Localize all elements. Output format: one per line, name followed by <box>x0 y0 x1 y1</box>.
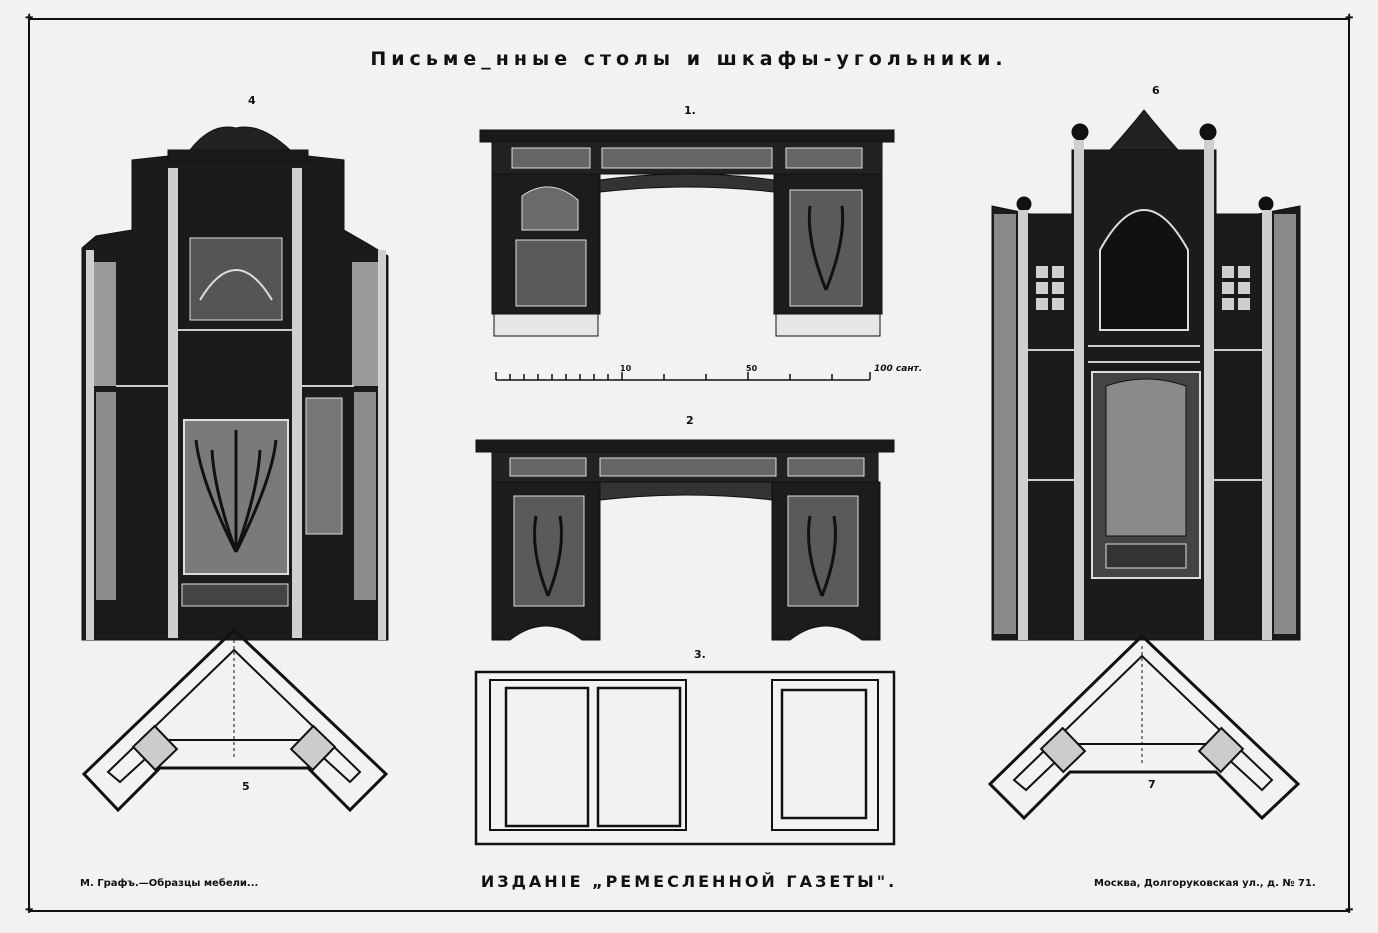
page-title: Письме_нные столы и шкафы-угольники. <box>370 48 1008 70</box>
figure-label-6: 6 <box>1152 84 1160 97</box>
scale-unit: 100 сант. <box>874 364 923 374</box>
scale-mark-a: 10 <box>620 364 632 373</box>
footer-address: Москва, Долгоруковская ул., д. № 71. <box>1094 878 1316 889</box>
print-frame <box>28 18 1350 912</box>
floor-plan-left <box>81 627 389 813</box>
scale-mark-b: 50 <box>746 364 758 373</box>
scale-bar <box>495 372 871 381</box>
corner-ornament-tr: ✚ <box>1345 13 1354 24</box>
corner-ornament-tl: ✚ <box>25 13 34 24</box>
figure-label-1: 1. <box>684 104 696 117</box>
corner-ornament-br: ✚ <box>1345 905 1354 916</box>
figure-label-5: 5 <box>242 780 250 793</box>
figure-label-7: 7 <box>1148 778 1156 791</box>
floor-plan-right <box>987 633 1301 821</box>
figure-label-3: 3. <box>694 648 706 661</box>
corner-cabinet-left <box>81 126 389 641</box>
figure-label-4: 4 <box>248 94 256 107</box>
figure-label-2: 2 <box>686 414 694 427</box>
footer-author: М. Графъ.—Образцы мебели... <box>80 878 259 889</box>
corner-ornament-bl: ✚ <box>25 905 34 916</box>
desk-plan <box>474 670 896 846</box>
writing-desk-2 <box>475 439 895 641</box>
writing-desk-1 <box>479 129 895 337</box>
footer-publisher: ИЗДАНІЕ „РЕМЕСЛЕННОЙ ГАЗЕТЫ". <box>480 872 898 891</box>
corner-cabinet-right <box>991 109 1301 641</box>
